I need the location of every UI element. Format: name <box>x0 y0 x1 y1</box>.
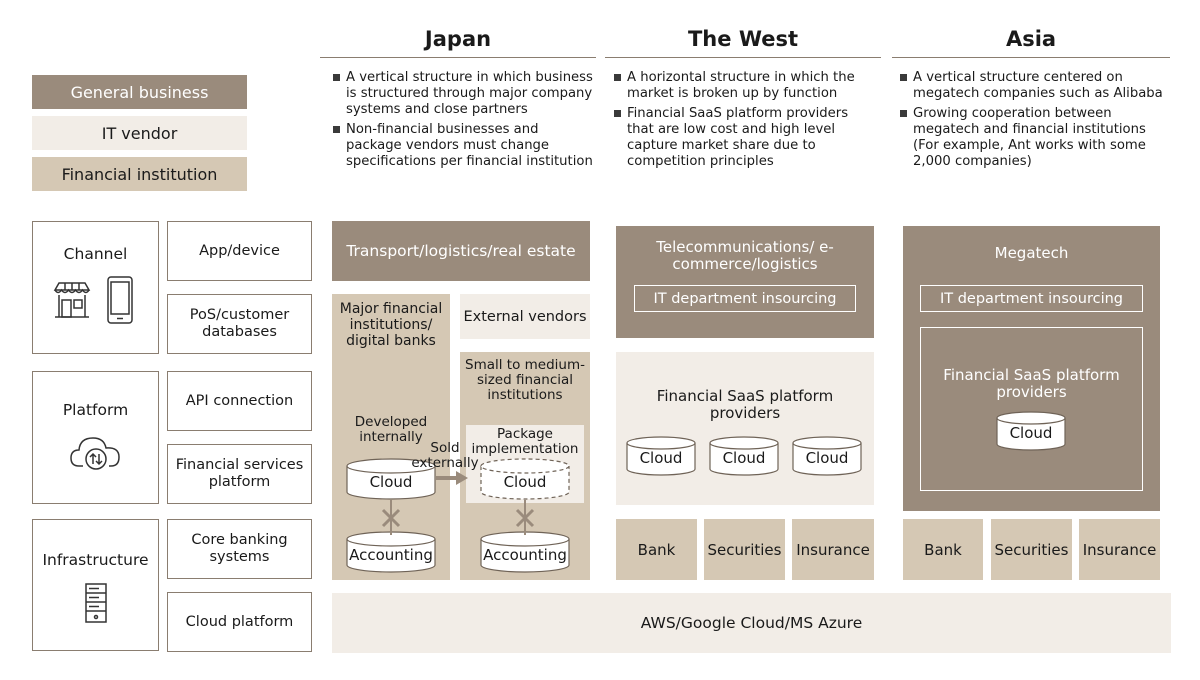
api-connection-layer: API connection <box>167 371 312 431</box>
legend-general-business: General business <box>32 75 247 109</box>
west-cloud: Cloud <box>709 436 779 476</box>
asia-business-label: Megatech <box>994 244 1069 262</box>
west-bullets: A horizontal structure in which the mark… <box>614 70 876 174</box>
smartphone-icon <box>107 276 133 324</box>
asia-bullets: A vertical structure centered on megatec… <box>900 70 1172 174</box>
west-business-label: Telecommunications/ e-commerce/logistics <box>656 238 834 273</box>
japan-package-accounting: Accounting <box>480 531 570 573</box>
cloud-label: Cloud <box>722 449 766 467</box>
japan-bullet: A vertical structure in which business i… <box>333 70 595 118</box>
platform-label: Platform <box>62 401 129 419</box>
asia-cloud: Cloud <box>996 411 1066 451</box>
japan-internal-accounting: Accounting <box>346 531 436 573</box>
japan-package-cloud: Cloud <box>480 458 570 500</box>
sold-externally-label: Sold externally <box>411 440 479 471</box>
japan-business-box: Transport/logistics/real estate <box>332 221 590 281</box>
japan-title: Japan <box>424 27 492 51</box>
cloud-sync-icon <box>70 437 120 470</box>
west-bank-box: Bank <box>616 519 697 580</box>
west-business-box: Telecommunications/ e-commerce/logistics… <box>616 226 874 338</box>
core-banking-layer: Core banking systems <box>167 519 312 579</box>
japan-connectors <box>381 471 535 535</box>
cloud-label: Cloud <box>1009 424 1053 442</box>
asia-title: Asia <box>1005 27 1057 51</box>
accounting-label: Accounting <box>349 546 433 564</box>
japan-package-label: Package implementation <box>471 426 579 457</box>
japan-small-label: Small to medium-sized financial institut… <box>465 357 585 403</box>
west-saas-label: Financial SaaS platform providers <box>656 387 834 422</box>
asia-securities-box: Securities <box>991 519 1072 580</box>
cloud-platform-bar: AWS/Google Cloud/MS Azure <box>332 593 1171 653</box>
server-icon <box>85 583 107 623</box>
japan-bullets: A vertical structure in which business i… <box>333 70 595 174</box>
asia-insourcing-box: IT department insourcing <box>920 285 1143 312</box>
japan-internal-cloud: Cloud <box>346 458 436 500</box>
west-cloud: Cloud <box>626 436 696 476</box>
infrastructure-label: Infrastructure <box>42 551 149 569</box>
channel-layer: Channel <box>32 221 159 354</box>
west-bullet: A horizontal structure in which the mark… <box>614 70 876 102</box>
japan-external-vendors-box: External vendors <box>460 294 590 339</box>
asia-bank-box: Bank <box>903 519 983 580</box>
west-bullet: Financial SaaS platform providers that a… <box>614 106 876 170</box>
japan-major-label: Major financial institutions/ digital ba… <box>339 301 443 349</box>
cloud-platform-layer: Cloud platform <box>167 592 312 652</box>
cloud-label: Cloud <box>639 449 683 467</box>
platform-layer: Platform <box>32 371 159 504</box>
asia-bullet: A vertical structure centered on megatec… <box>900 70 1172 102</box>
japan-developed-label: Developed internally <box>354 414 428 445</box>
west-saas-box: Financial SaaS platform providers <box>616 352 874 505</box>
west-insurance-box: Insurance <box>792 519 874 580</box>
west-title: The West <box>687 27 799 51</box>
japan-bullet: Non-financial businesses and package ven… <box>333 122 595 170</box>
west-insourcing-box: IT department insourcing <box>634 285 856 312</box>
legend-financial-institution: Financial institution <box>32 157 247 191</box>
japan-title-rule <box>320 57 596 58</box>
asia-business-box: Megatech IT department insourcing Financ… <box>903 226 1160 511</box>
asia-title-rule <box>892 57 1170 58</box>
west-securities-box: Securities <box>704 519 785 580</box>
app-device-layer: App/device <box>167 221 312 281</box>
store-icon <box>53 282 91 318</box>
legend-it-vendor: IT vendor <box>32 116 247 150</box>
asia-bullet: Growing cooperation between megatech and… <box>900 106 1172 170</box>
asia-saas-box: Financial SaaS platform providers <box>920 327 1143 491</box>
pos-databases-layer: PoS/customer databases <box>167 294 312 354</box>
cloud-label: Cloud <box>369 473 413 491</box>
cloud-label: Cloud <box>503 473 547 491</box>
accounting-label: Accounting <box>483 546 567 564</box>
channel-label: Channel <box>63 245 128 263</box>
west-title-rule <box>605 57 881 58</box>
asia-insurance-box: Insurance <box>1079 519 1160 580</box>
infrastructure-layer: Infrastructure <box>32 519 159 651</box>
asia-saas-label: Financial SaaS platform providers <box>943 366 1120 401</box>
financial-services-platform-layer: Financial services platform <box>167 444 312 504</box>
west-cloud: Cloud <box>792 436 862 476</box>
cloud-label: Cloud <box>805 449 849 467</box>
